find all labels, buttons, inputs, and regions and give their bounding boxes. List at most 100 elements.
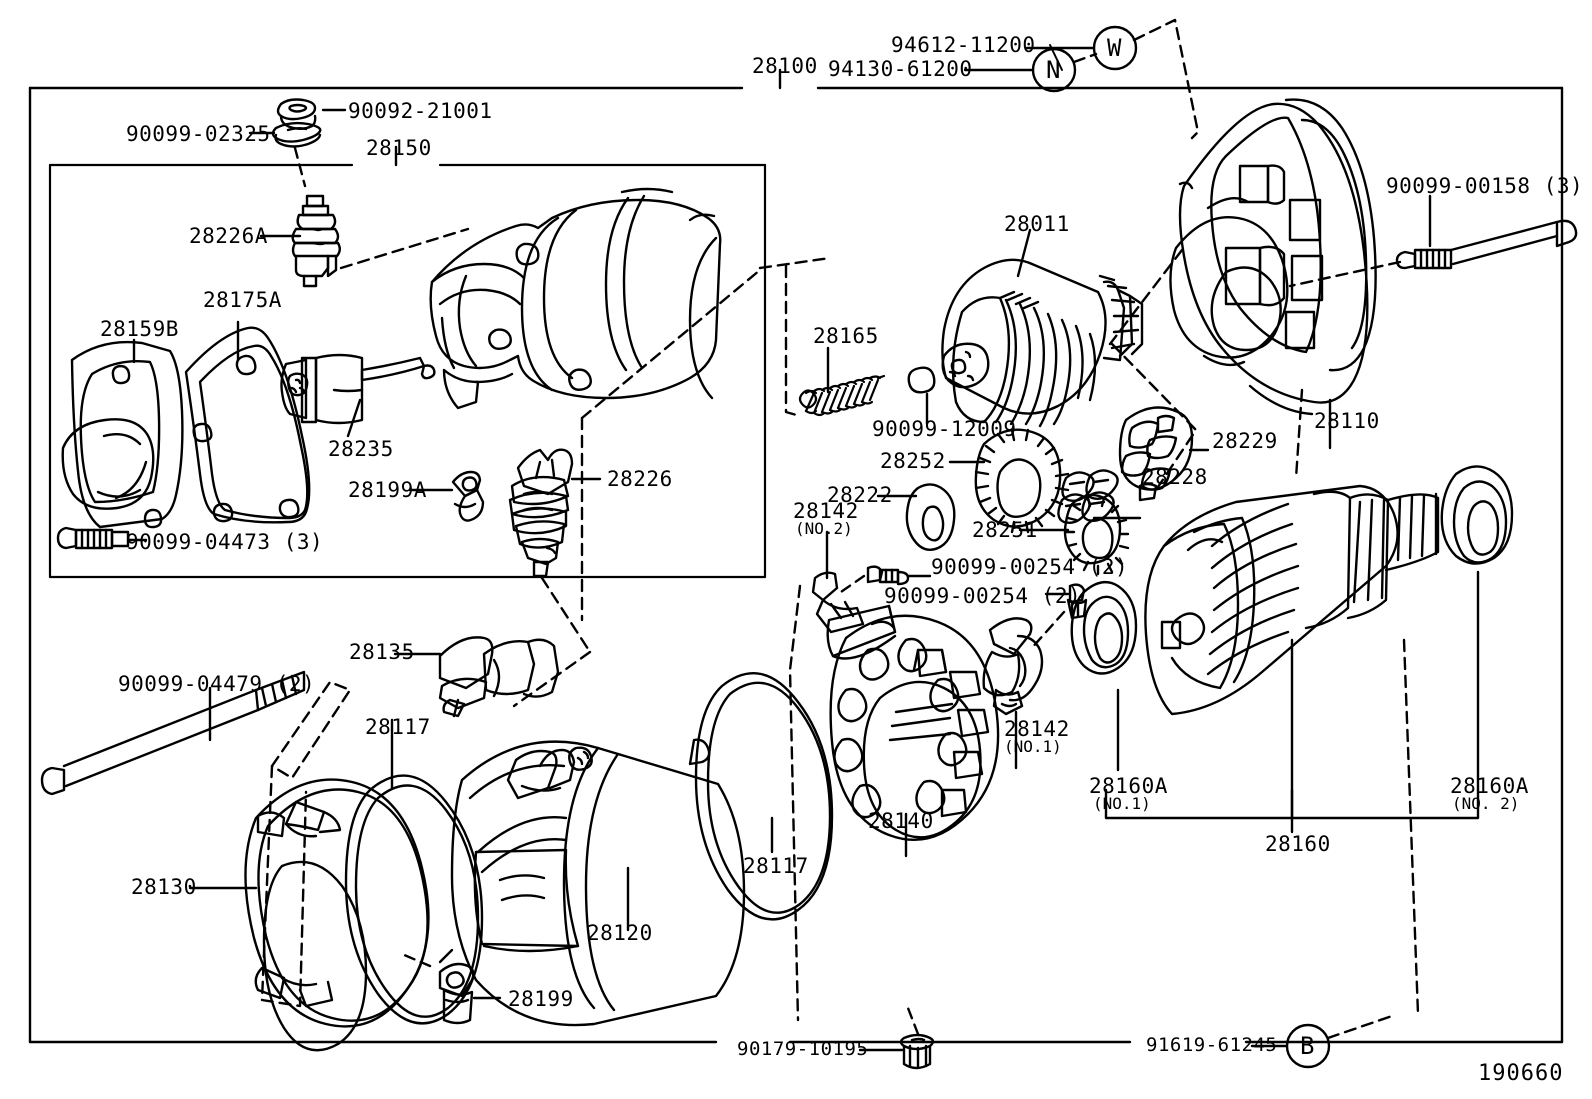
label-28140: 28140 bbox=[868, 809, 934, 833]
label-28142-no1-sub: (NO.1) bbox=[1004, 737, 1062, 756]
label-28142-no2-sub: (NO.2) bbox=[795, 519, 853, 538]
part-28117-oring-b bbox=[694, 672, 834, 921]
subgroup-box-28150 bbox=[48, 163, 767, 579]
label-28252: 28252 bbox=[880, 449, 946, 473]
dash-w-to-housing bbox=[1132, 18, 1200, 140]
dash-28226-down bbox=[540, 576, 592, 654]
part-28142-no1-brush bbox=[982, 617, 1044, 716]
dash-bolt-housing bbox=[1288, 260, 1402, 288]
label-90099-04479: 90099-04479 (2) bbox=[118, 672, 316, 696]
label-28165: 28165 bbox=[813, 324, 879, 348]
dash-spring-box bbox=[784, 264, 802, 418]
part-28159B-housing bbox=[61, 340, 184, 529]
part-28175A-gasket bbox=[184, 326, 311, 524]
label-28229: 28229 bbox=[1212, 429, 1278, 453]
part-90099-00254-screw-a bbox=[866, 565, 910, 586]
leader-28011 bbox=[1016, 228, 1032, 278]
part-28226A-magnetic-switch bbox=[291, 194, 341, 288]
leader-28235 bbox=[346, 398, 362, 438]
label-28251: 28251 bbox=[972, 518, 1038, 542]
dash-bolt-box bbox=[270, 680, 352, 780]
part-28150-field-frame bbox=[429, 187, 722, 410]
tick-28199 bbox=[438, 948, 454, 964]
part-90099-02325-shim bbox=[271, 121, 322, 148]
label-90099-12009: 90099-12009 bbox=[872, 417, 1017, 441]
part-90099-00254-screw-b bbox=[1066, 583, 1088, 620]
part-90099-04473-screw bbox=[56, 526, 130, 550]
label-28160A-no1: 28160A bbox=[1089, 774, 1168, 798]
dash-frame-right2 bbox=[580, 268, 762, 420]
dash-28199 bbox=[400, 952, 432, 968]
label-28226: 28226 bbox=[607, 467, 673, 491]
label-90092-21001: 90092-21001 bbox=[348, 99, 493, 123]
label-28135: 28135 bbox=[349, 640, 415, 664]
label-28199A: 28199A bbox=[348, 478, 427, 502]
label-28142-no1: 28142 bbox=[1004, 717, 1070, 741]
label-94612-11200: 94612-11200 bbox=[891, 33, 1036, 57]
label-90179-10195: 90179-10195 bbox=[737, 1038, 869, 1060]
diagram-id: 190660 bbox=[1478, 1061, 1564, 1086]
part-28235-plunger bbox=[280, 353, 436, 425]
badge-n-label: N bbox=[1046, 56, 1061, 84]
label-28117-a: 28117 bbox=[365, 715, 431, 739]
label-28160: 28160 bbox=[1265, 832, 1331, 856]
label-90099-04473: 90099-04473 (3) bbox=[126, 530, 324, 554]
label-28175A: 28175A bbox=[203, 288, 282, 312]
part-28120-yoke bbox=[450, 738, 746, 1027]
label-28120: 28120 bbox=[587, 921, 653, 945]
dash-28229-box bbox=[1110, 342, 1198, 492]
part-28160A-no1-bearing bbox=[1070, 580, 1138, 675]
part-90099-00158-bolt bbox=[1395, 219, 1578, 270]
label-28011: 28011 bbox=[1004, 212, 1070, 236]
part-90099-04479-bolt bbox=[40, 670, 306, 796]
dash-housing-down2 bbox=[1294, 388, 1304, 480]
part-28160A-no2-bearing bbox=[1440, 465, 1514, 565]
part-28199-stud bbox=[438, 962, 475, 1025]
dash-28226-down2 bbox=[512, 650, 592, 708]
dash-frame-right bbox=[758, 256, 832, 270]
label-28228: 28228 bbox=[1142, 465, 1208, 489]
dash-90179 bbox=[906, 1006, 920, 1036]
part-28142-no2-brush bbox=[811, 571, 897, 660]
part-28226-magnetic-switch bbox=[508, 448, 574, 578]
label-91619-61245: 91619-61245 bbox=[1146, 1034, 1278, 1056]
part-28140-brush-holder bbox=[829, 614, 1000, 842]
label-90099-00158: 90099-00158 (3) bbox=[1386, 174, 1584, 198]
label-90099-02325: 90099-02325 bbox=[126, 122, 271, 146]
label-28100: 28100 bbox=[752, 54, 818, 78]
outer-frame-border bbox=[28, 86, 1564, 1044]
part-28199A-terminal bbox=[451, 470, 485, 522]
label-94130-61200: 94130-61200 bbox=[828, 57, 973, 81]
label-28159B: 28159B bbox=[100, 317, 179, 341]
part-28117-oring-a bbox=[344, 774, 484, 1025]
dash-screw-a bbox=[836, 574, 866, 596]
label-28160A-no1-sub: (NO.1) bbox=[1093, 794, 1151, 813]
part-28160-armature bbox=[1144, 484, 1440, 716]
label-28142-no2: 28142 bbox=[793, 499, 859, 523]
part-28135-terminal bbox=[438, 636, 560, 718]
part-90099-12009-ball bbox=[907, 366, 936, 394]
dash-28160A-no2 bbox=[1402, 638, 1420, 1016]
label-28235: 28235 bbox=[328, 437, 394, 461]
part-28165-spring bbox=[798, 374, 886, 417]
label-28226A: 28226A bbox=[189, 224, 268, 248]
label-28150: 28150 bbox=[366, 136, 432, 160]
label-28130: 28130 bbox=[131, 875, 197, 899]
part-90179-10195-nut bbox=[899, 1033, 935, 1070]
label-28222: 28222 bbox=[827, 483, 893, 507]
dash-n-to-w bbox=[1072, 52, 1098, 64]
label-28110: 28110 bbox=[1314, 409, 1380, 433]
label-28160A-no2: 28160A bbox=[1450, 774, 1529, 798]
label-90099-00254-a: 90099-00254 (2) bbox=[931, 555, 1129, 579]
part-28222-washer bbox=[905, 483, 956, 551]
dash-28226A-to-frame bbox=[339, 227, 470, 270]
dash-28142-no2 bbox=[788, 584, 802, 1022]
dash-bolt-box2 bbox=[260, 764, 308, 1008]
badge-b-label: B bbox=[1300, 1032, 1315, 1060]
label-28117-b: 28117 bbox=[743, 854, 809, 878]
label-28199: 28199 bbox=[508, 987, 574, 1011]
dash-housing-down bbox=[1108, 248, 1184, 346]
dash-screw-b bbox=[1028, 610, 1066, 652]
